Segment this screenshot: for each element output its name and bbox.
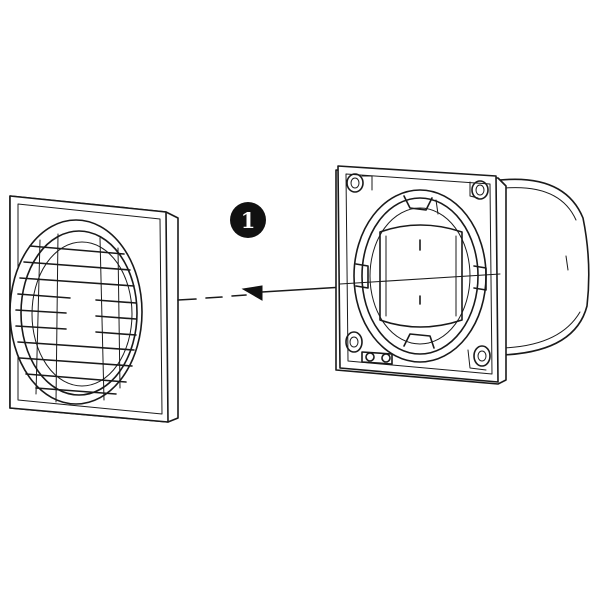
fan-housing-unit: [335, 165, 590, 385]
motor-cylinder: [499, 178, 590, 356]
screw-hole-icon: [346, 173, 364, 193]
front-grille-cover: [9, 195, 179, 423]
step-badge: [230, 202, 266, 238]
grille-outer-ring: [9, 219, 143, 405]
grille-slats: [15, 233, 137, 403]
axis-line: [339, 273, 501, 285]
back-plate-face: [337, 165, 499, 383]
screw-hole-icon: [473, 345, 491, 367]
arrow-head-icon: [241, 285, 263, 301]
step-marker: 1: [230, 202, 266, 238]
mounting-holes: [345, 173, 491, 371]
motor-hub: [379, 224, 463, 328]
step-number: 1: [241, 208, 256, 233]
screw-hole-icon: [345, 331, 363, 353]
bottom-terminal: [361, 351, 393, 365]
screw-hole-icon: [471, 180, 489, 200]
